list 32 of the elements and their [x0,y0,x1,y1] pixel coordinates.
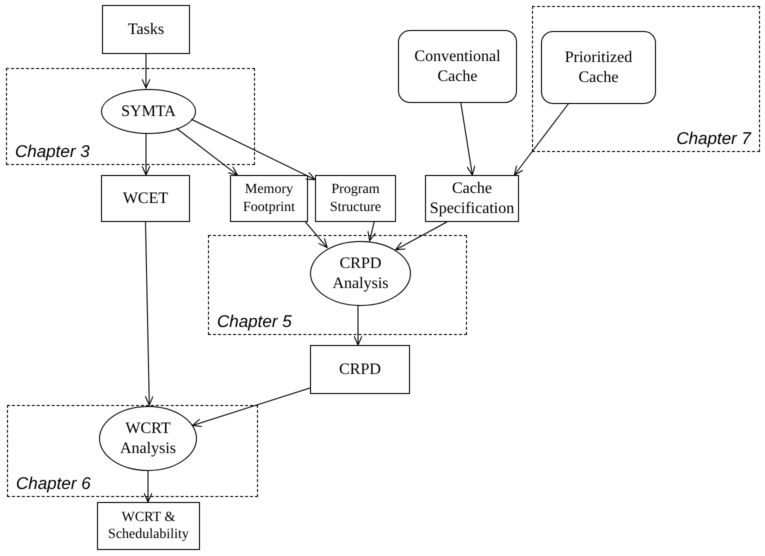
rounded-box: Prioritized Cache [541,31,656,104]
arrow [460,102,476,176]
arrow [176,128,238,176]
process-box: Program Structure [315,175,396,222]
arrow [514,102,570,176]
process-box: WCRT & Schedulability [97,502,200,550]
process-box: CRPD [310,345,410,394]
chapter-group [6,68,255,165]
process-box: Tasks [102,5,190,54]
process-box: Cache Specification [425,175,519,222]
process-ellipse: SYMTA [101,89,196,134]
process-ellipse: WCRT Analysis [99,406,197,471]
arrow [367,222,376,242]
chapter-group [7,405,258,497]
arrow [304,222,328,248]
arrow [142,132,150,176]
arrow [192,387,310,428]
process-ellipse: CRPD Analysis [310,241,411,306]
rounded-box: Conventional Cache [398,30,517,103]
arrow [190,118,316,180]
chapter-label: Chapter 6 [16,475,91,492]
chapter-group [208,235,467,335]
chapter-label: Chapter 7 [676,130,751,147]
chapter-group [532,6,760,152]
chapter-label: Chapter 5 [217,313,292,330]
arrow [144,470,152,502]
arrow [144,222,154,406]
process-box: WCET [101,175,190,222]
chapter-label: Chapter 3 [15,143,90,160]
arrow [142,54,150,88]
arrow [354,304,362,346]
process-box: Memory Footprint [230,175,308,222]
